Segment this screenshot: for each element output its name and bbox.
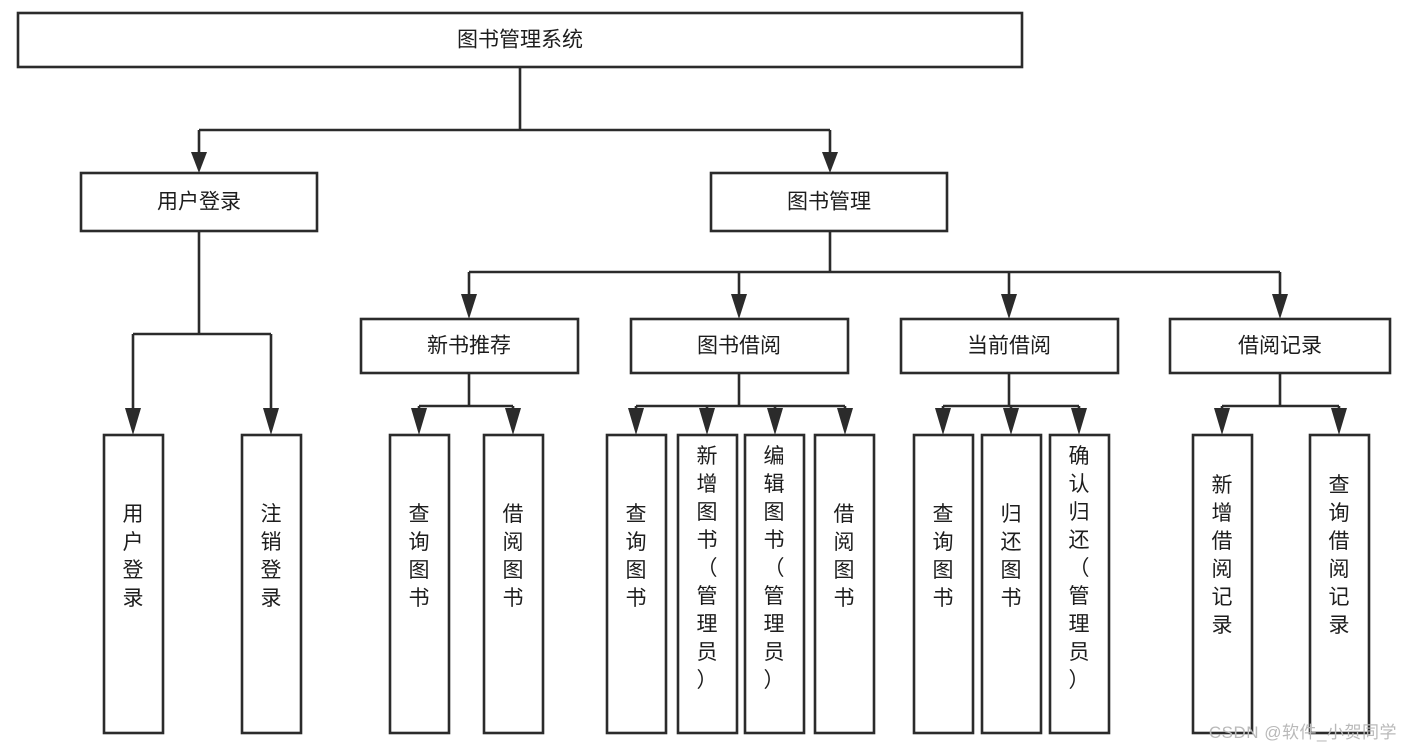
arrow-leaf-query-book-3 — [935, 408, 951, 435]
node-leaf-query-book-1-box[interactable] — [388, 433, 451, 735]
node-leaf-add-book-admin[interactable]: 新增图书（管理员） — [676, 433, 739, 735]
node-leaf-logout-login-label: 注销登录 — [261, 503, 282, 610]
node-leaf-edit-book-admin-label: 编辑图书（管理员） — [764, 445, 785, 692]
arrow-to-current-borrow — [1001, 294, 1017, 319]
node-leaf-return-book-label: 归还图书 — [1001, 503, 1022, 610]
arrow-to-book-borrow — [731, 294, 747, 319]
arrow-leaf-query-book-1 — [411, 408, 427, 435]
node-leaf-add-borrow-record-label: 新增借阅记录 — [1212, 474, 1233, 637]
node-current-borrow-box[interactable] — [899, 317, 1120, 375]
node-current-borrow-label: 当前借阅 — [967, 335, 1051, 358]
node-leaf-edit-book-admin-box[interactable] — [743, 433, 806, 735]
node-leaf-borrow-book-1-label: 借阅图书 — [503, 503, 524, 610]
node-new-book-recommend[interactable]: 新书推荐 — [359, 317, 580, 375]
arrow-leaf-borrow-book-1 — [505, 408, 521, 435]
node-root-box[interactable] — [16, 11, 1024, 69]
node-leaf-add-book-admin-label: 新增图书（管理员） — [697, 445, 718, 692]
arrow-leaf-edit-book-admin — [767, 408, 783, 435]
node-borrow-record-label: 借阅记录 — [1238, 335, 1322, 358]
node-leaf-query-borrow-record-box[interactable] — [1308, 433, 1371, 735]
node-book-manage[interactable]: 图书管理 — [709, 171, 949, 233]
node-leaf-user-login-label: 用户登录 — [123, 503, 144, 610]
node-leaf-borrow-book-1-box[interactable] — [482, 433, 545, 735]
node-leaf-borrow-book-2-label: 借阅图书 — [834, 503, 855, 610]
arrow-leaf-add-book-admin — [699, 408, 715, 435]
node-leaf-logout-login[interactable]: 注销登录 — [240, 433, 303, 735]
node-user-login[interactable]: 用户登录 — [79, 171, 319, 233]
node-book-manage-label: 图书管理 — [787, 191, 871, 214]
node-book-borrow-label: 图书借阅 — [697, 335, 781, 358]
node-book-borrow-box[interactable] — [629, 317, 850, 375]
csdn-watermark: CSDN @软件_小贺同学 — [1208, 723, 1397, 742]
node-leaf-query-book-3-label: 查询图书 — [933, 503, 954, 610]
arrow-leaf-user-login — [125, 408, 141, 435]
node-leaf-user-login[interactable]: 用户登录 — [102, 433, 165, 735]
arrow-leaf-query-borrow-record — [1331, 408, 1347, 435]
node-leaf-confirm-return-admin-box[interactable] — [1048, 433, 1111, 735]
node-leaf-logout-login-box[interactable] — [240, 433, 303, 735]
node-leaf-query-book-2[interactable]: 查询图书 — [605, 433, 668, 735]
node-leaf-add-book-admin-box[interactable] — [676, 433, 739, 735]
node-leaf-query-book-2-box[interactable] — [605, 433, 668, 735]
arrow-leaf-borrow-book-2 — [837, 408, 853, 435]
arrow-leaf-add-borrow-record — [1214, 408, 1230, 435]
node-leaf-confirm-return-admin-label: 确认归还（管理员） — [1069, 445, 1090, 692]
arrow-to-user-login — [191, 152, 207, 173]
node-leaf-query-book-2-label: 查询图书 — [626, 503, 647, 610]
node-book-manage-box[interactable] — [709, 171, 949, 233]
node-leaf-add-borrow-record-box[interactable] — [1191, 433, 1254, 735]
node-book-borrow[interactable]: 图书借阅 — [629, 317, 850, 375]
node-root-label: 图书管理系统 — [457, 29, 583, 52]
arrow-to-borrow-record — [1272, 294, 1288, 319]
arrow-to-new-book-recommend — [461, 294, 477, 319]
arrow-leaf-query-book-2 — [628, 408, 644, 435]
node-leaf-borrow-book-2[interactable]: 借阅图书 — [813, 433, 876, 735]
node-leaf-return-book[interactable]: 归还图书 — [980, 433, 1043, 735]
arrow-to-book-manage — [822, 152, 838, 173]
arrow-leaf-return-book — [1003, 408, 1019, 435]
arrow-leaf-confirm-return-admin — [1071, 408, 1087, 435]
node-borrow-record-box[interactable] — [1168, 317, 1392, 375]
node-user-login-box[interactable] — [79, 171, 319, 233]
node-leaf-add-borrow-record[interactable]: 新增借阅记录 — [1191, 433, 1254, 735]
node-new-book-recommend-label: 新书推荐 — [427, 335, 511, 358]
node-user-login-label: 用户登录 — [157, 191, 241, 214]
node-current-borrow[interactable]: 当前借阅 — [899, 317, 1120, 375]
node-leaf-query-book-1-label: 查询图书 — [409, 503, 430, 610]
node-new-book-recommend-box[interactable] — [359, 317, 580, 375]
node-root[interactable]: 图书管理系统 — [16, 11, 1024, 69]
node-leaf-query-borrow-record-label: 查询借阅记录 — [1329, 474, 1350, 637]
node-leaf-query-book-3-box[interactable] — [912, 433, 975, 735]
node-leaf-borrow-book-2-box[interactable] — [813, 433, 876, 735]
connector-layer — [125, 67, 1347, 435]
node-leaf-query-book-1[interactable]: 查询图书 — [388, 433, 451, 735]
node-leaf-return-book-box[interactable] — [980, 433, 1043, 735]
node-leaf-user-login-box[interactable] — [102, 433, 165, 735]
node-borrow-record[interactable]: 借阅记录 — [1168, 317, 1392, 375]
node-leaf-borrow-book-1[interactable]: 借阅图书 — [482, 433, 545, 735]
arrow-leaf-logout-login — [263, 408, 279, 435]
node-leaf-query-book-3[interactable]: 查询图书 — [912, 433, 975, 735]
node-leaf-query-borrow-record[interactable]: 查询借阅记录 — [1308, 433, 1371, 735]
node-leaf-confirm-return-admin[interactable]: 确认归还（管理员） — [1048, 433, 1111, 735]
node-leaf-edit-book-admin[interactable]: 编辑图书（管理员） — [743, 433, 806, 735]
